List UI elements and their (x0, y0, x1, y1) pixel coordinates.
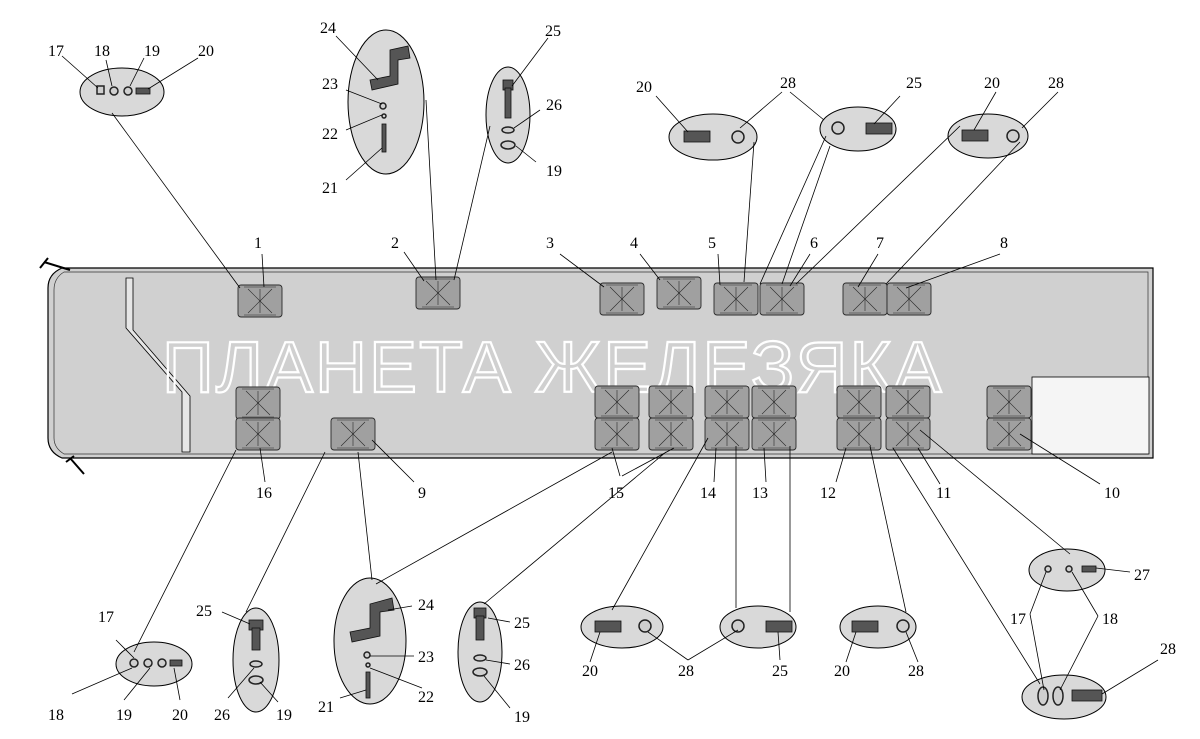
seat-11b (885, 417, 931, 451)
label-c25: 25 (545, 23, 561, 40)
label-f20: 20 (172, 707, 188, 724)
seat-10a (986, 385, 1032, 419)
label-d28: 28 (780, 75, 796, 92)
label-2: 2 (391, 235, 399, 252)
label-i25: 25 (514, 615, 530, 632)
label-b21: 21 (322, 180, 338, 197)
seat-15a (594, 385, 640, 419)
callout-b (347, 29, 425, 175)
label-c19: 19 (546, 163, 562, 180)
label-m27: 27 (1134, 567, 1150, 584)
seat-3 (599, 282, 645, 316)
label-m17: 17 (1010, 611, 1026, 628)
label-j25: 25 (772, 663, 788, 680)
label-14: 14 (700, 485, 716, 502)
label-b24: 24 (320, 20, 336, 37)
label-f19: 19 (116, 707, 132, 724)
label-f17: 17 (98, 609, 114, 626)
label-8: 8 (1000, 235, 1008, 252)
label-m18: 18 (1102, 611, 1118, 628)
seat-15c (648, 385, 694, 419)
callout-j (580, 605, 664, 649)
label-d20: 20 (636, 79, 652, 96)
label-a20: 20 (198, 43, 214, 60)
leader-lines (61, 35, 1159, 709)
callout-i (457, 601, 503, 703)
label-i26: 26 (514, 657, 530, 674)
seat-9 (330, 417, 376, 451)
label-j28: 28 (678, 663, 694, 680)
seat-4 (656, 276, 702, 310)
seat-6 (759, 282, 805, 316)
seat-13b (751, 417, 797, 451)
seat-8 (886, 282, 932, 316)
label-13: 13 (752, 485, 768, 502)
seat-10b (986, 417, 1032, 451)
watermark: ПЛАНЕТА ЖЕЛЕЗЯКА (162, 328, 944, 408)
seat-2 (415, 276, 461, 310)
seat-15b (594, 417, 640, 451)
label-h22: 22 (418, 689, 434, 706)
label-g26: 26 (214, 707, 230, 724)
callout-g (232, 607, 280, 713)
label-b23: 23 (322, 76, 338, 93)
label-16: 16 (256, 485, 272, 502)
seat-12b (836, 417, 882, 451)
seat-14a (704, 385, 750, 419)
label-6: 6 (810, 235, 818, 252)
label-4: 4 (630, 235, 638, 252)
label-c26: 26 (546, 97, 562, 114)
callout-a (79, 67, 165, 117)
seat-16a (235, 386, 281, 420)
label-1: 1 (254, 235, 262, 252)
label-9: 9 (418, 485, 426, 502)
label-j20: 20 (582, 663, 598, 680)
seat-5 (713, 282, 759, 316)
seat-16b (235, 417, 281, 451)
callouts (79, 29, 1107, 720)
label-3: 3 (546, 235, 554, 252)
label-g19: 19 (276, 707, 292, 724)
label-d25: 25 (906, 75, 922, 92)
callout-d2 (819, 106, 897, 152)
label-7: 7 (876, 235, 884, 252)
seat-12a (836, 385, 882, 419)
label-a18: 18 (94, 43, 110, 60)
label-h21: 21 (318, 699, 334, 716)
label-m28: 28 (1160, 641, 1176, 658)
label-11: 11 (936, 485, 951, 502)
label-h23: 23 (418, 649, 434, 666)
callout-j2 (719, 605, 797, 649)
seat-15d (648, 417, 694, 451)
callout-f (115, 641, 193, 687)
seat-14b (704, 417, 750, 451)
label-i19: 19 (514, 709, 530, 726)
label-10: 10 (1104, 485, 1120, 502)
label-e20: 20 (984, 75, 1000, 92)
label-k28: 28 (908, 663, 924, 680)
label-f18: 18 (48, 707, 64, 724)
label-a17: 17 (48, 43, 64, 60)
label-15: 15 (608, 485, 624, 502)
seat-13a (751, 385, 797, 419)
label-12: 12 (820, 485, 836, 502)
label-g25: 25 (196, 603, 212, 620)
label-b22: 22 (322, 126, 338, 143)
part-labels: 1 2 3 4 5 6 7 8 9 10 11 12 13 14 15 16 1… (48, 20, 1176, 726)
label-h24: 24 (418, 597, 434, 614)
seat-7 (842, 282, 888, 316)
label-5: 5 (708, 235, 716, 252)
label-e28: 28 (1048, 75, 1064, 92)
seat-1 (237, 284, 283, 318)
label-k20: 20 (834, 663, 850, 680)
callout-d (668, 113, 758, 161)
seat-11a (885, 385, 931, 419)
label-a19: 19 (144, 43, 160, 60)
